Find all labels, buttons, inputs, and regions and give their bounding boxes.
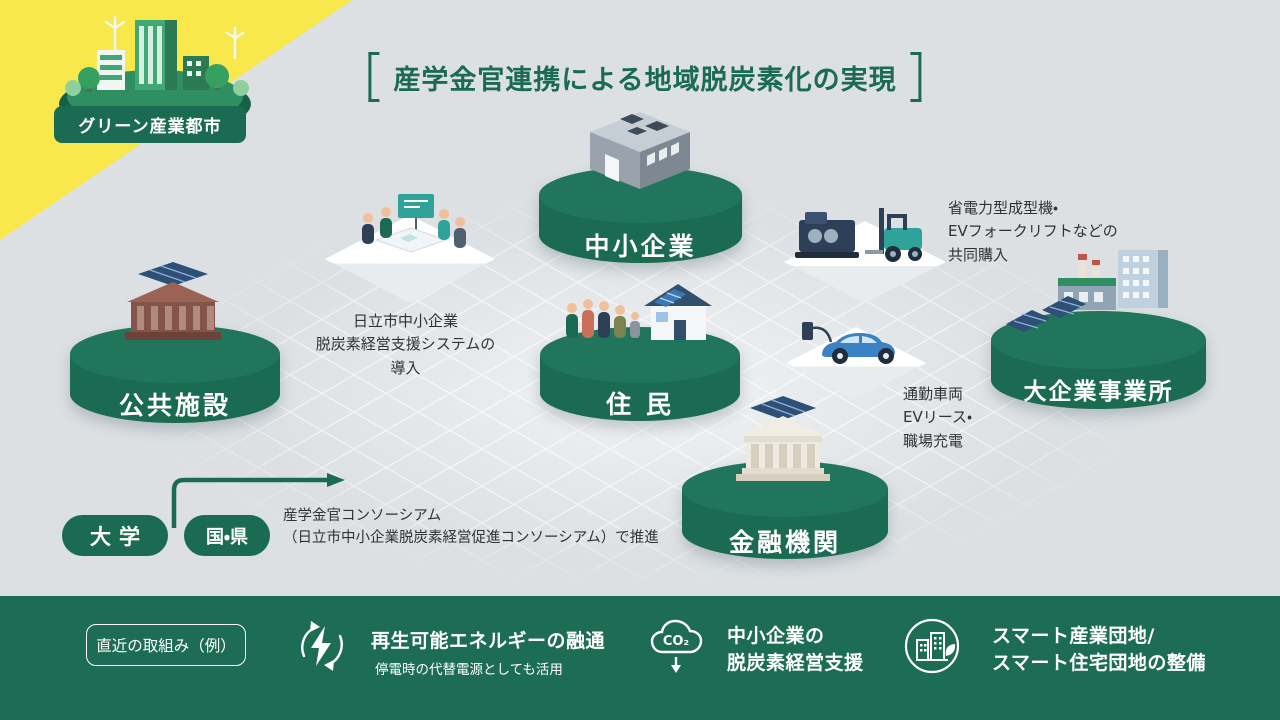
factory-icon bbox=[590, 112, 690, 189]
co2-reduction-icon: CO₂ bbox=[650, 619, 703, 673]
platform-financial-label: 金融機関 bbox=[728, 528, 841, 557]
civic-building-icon bbox=[125, 262, 221, 340]
title-bracket-right-icon bbox=[910, 52, 922, 102]
footer-item-renewable-title: 再生可能エネルギーの融通 bbox=[371, 630, 606, 652]
main-title-text: 産学金官連携による地域脱炭素化の実現 bbox=[393, 64, 897, 96]
green-city-badge-label: グリーン産業都市 bbox=[78, 117, 222, 137]
platform-large-enterprise: 大企業事業所 bbox=[991, 311, 1206, 409]
pill-government-label: 国・県 bbox=[205, 526, 249, 548]
bank-icon bbox=[736, 396, 830, 481]
ev-car-icon bbox=[802, 322, 895, 364]
note-ev-commute: 通勤車両 EVリース・ 職場充電 bbox=[903, 385, 973, 450]
industrial-site-icon bbox=[1006, 250, 1168, 332]
consortium-meeting-icon bbox=[362, 194, 466, 253]
green-city-badge: グリーン産業都市 bbox=[54, 106, 246, 143]
note-support-system: 日立市中小企業 脱炭素経営支援システムの 導入 bbox=[315, 312, 496, 377]
recent-initiatives-label: 直近の取組み（例） bbox=[96, 637, 236, 655]
consortium-arrow-icon bbox=[171, 473, 345, 528]
smart-district-icon bbox=[904, 618, 960, 674]
pill-university-label: 大学 bbox=[90, 524, 148, 549]
footer-item-smart-district-title: スマート産業団地/ スマート住宅団地の整備 bbox=[992, 625, 1206, 674]
recent-initiatives-box: 直近の取組み（例） bbox=[86, 624, 246, 666]
platform-large-enterprise-label: 大企業事業所 bbox=[1023, 379, 1174, 405]
footer-bar: 直近の取組み（例） 再生可能エネルギーの融通 停電時の代替電源としても活用 CO… bbox=[0, 596, 1280, 720]
pill-university: 大学 bbox=[62, 515, 168, 556]
platform-residents: 住 民 bbox=[540, 327, 740, 421]
platform-sme-label: 中小企業 bbox=[584, 232, 697, 261]
title-bracket-left-icon bbox=[368, 52, 380, 102]
platform-sme: 中小企業 bbox=[539, 167, 742, 263]
platform-financial: 金融機関 bbox=[682, 461, 888, 559]
main-title: 産学金官連携による地域脱炭素化の実現 bbox=[368, 52, 922, 102]
renewable-energy-icon bbox=[301, 621, 343, 671]
footer-item-renewable-subtitle: 停電時の代替電源としても活用 bbox=[375, 662, 563, 678]
co2-label: CO₂ bbox=[663, 634, 689, 649]
machinery-forklift-icon bbox=[795, 208, 922, 262]
note-joint-purchase: 省電力型成型機・ EVフォークリフトなどの 共同購入 bbox=[948, 199, 1118, 264]
house-people-icon bbox=[566, 284, 712, 340]
pill-government: 国・県 bbox=[184, 515, 270, 556]
platform-public-facility-label: 公共施設 bbox=[118, 391, 231, 420]
platform-residents-label: 住 民 bbox=[606, 390, 674, 419]
footer-item-sme-support-title: 中小企業の 脱炭素経営支援 bbox=[727, 625, 864, 674]
note-consortium: 産学金官コンソーシアム （日立市中小企業脱炭素経営促進コンソーシアム）で推進 bbox=[283, 508, 659, 547]
